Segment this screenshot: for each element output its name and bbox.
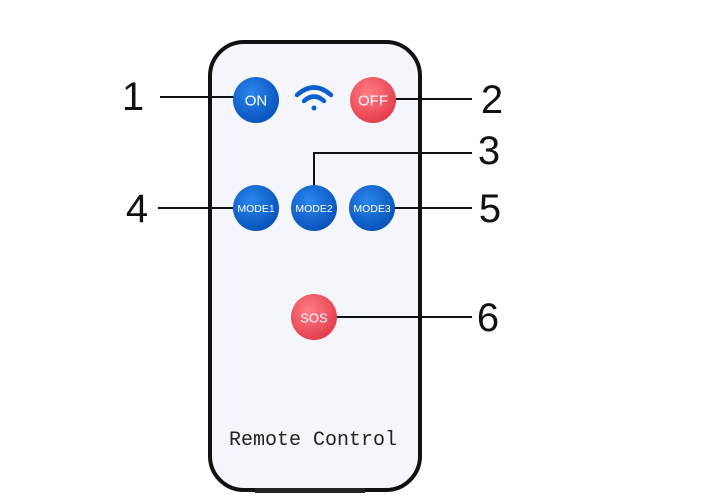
on-label: ON <box>245 93 268 110</box>
callout-6: 6 <box>477 296 499 340</box>
mode1-label: MODE1 <box>237 203 275 215</box>
sos-button[interactable]: SOS <box>291 294 337 340</box>
sos-label: SOS <box>300 311 328 326</box>
callout-lines <box>158 96 472 318</box>
callout-2: 2 <box>481 78 503 122</box>
mode1-button[interactable]: MODE1 <box>233 185 279 231</box>
remote-title: Remote Control <box>229 429 397 452</box>
mode2-button[interactable]: MODE2 <box>291 185 337 231</box>
callout-3: 3 <box>478 129 500 173</box>
on-button[interactable]: ON <box>233 77 279 123</box>
off-label: OFF <box>358 93 388 110</box>
callout-1: 1 <box>122 75 144 119</box>
callout-4: 4 <box>126 187 148 231</box>
callout-5: 5 <box>479 187 501 231</box>
wifi-signal-icon <box>294 85 334 111</box>
mode2-label: MODE2 <box>295 203 333 215</box>
mode3-button[interactable]: MODE3 <box>349 185 395 231</box>
remote-bottom-edge <box>255 488 365 493</box>
off-button[interactable]: OFF <box>350 77 396 123</box>
mode3-label: MODE3 <box>353 203 391 215</box>
